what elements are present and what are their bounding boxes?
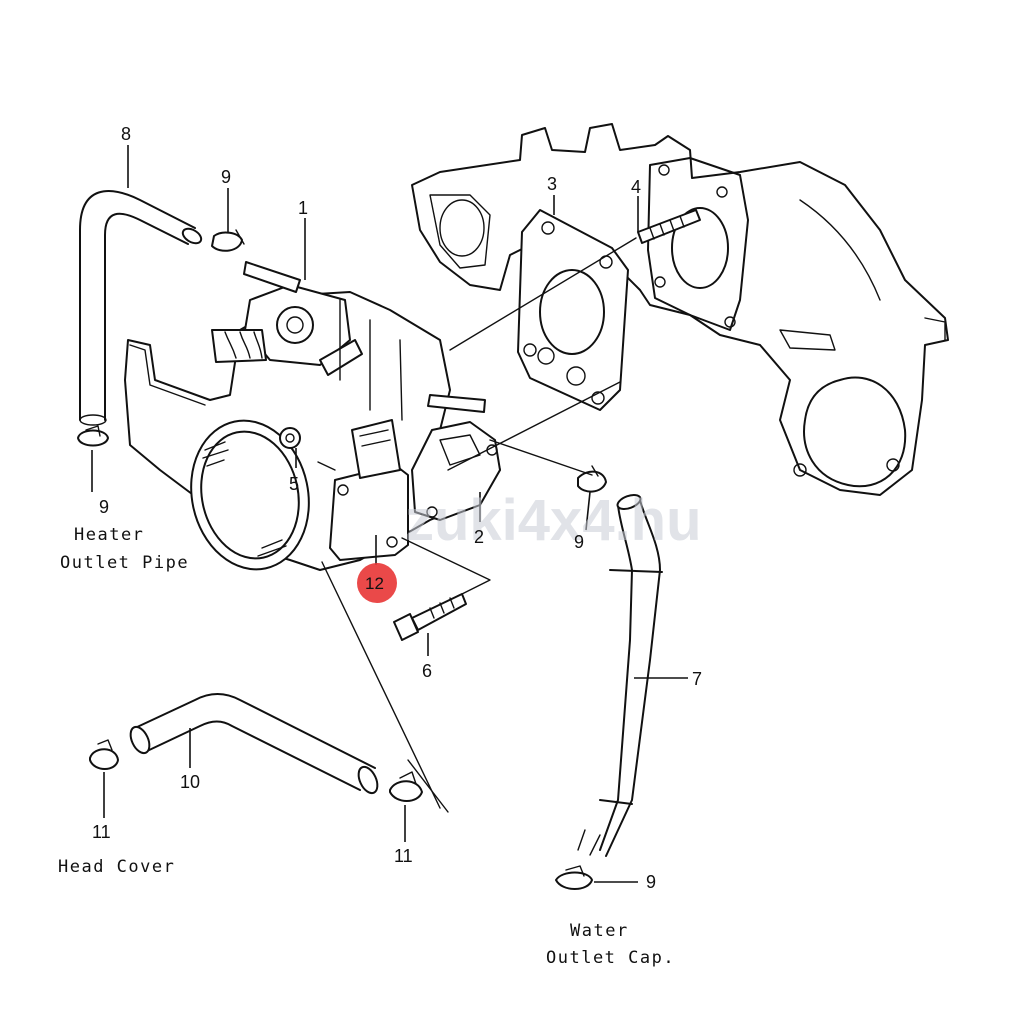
heater-outlet-hose	[79, 190, 203, 426]
water-outlet-hose	[577, 494, 663, 857]
hose-clamp-9c	[577, 465, 607, 493]
callout-9-bottom: 9	[646, 872, 656, 892]
callout-9-mid: 9	[574, 532, 584, 552]
callout-6: 6	[422, 661, 432, 681]
hose-clamp-9a	[211, 229, 245, 252]
head-cover-hose	[129, 693, 379, 795]
callout-7: 7	[692, 669, 702, 689]
hose-clamp-9d	[555, 865, 593, 890]
callout-11-left: 11	[92, 822, 111, 842]
callout-2: 2	[474, 527, 484, 547]
highlight-marker	[357, 563, 397, 603]
water-label-line1: Water	[570, 921, 629, 941]
hose-clamp-11b	[389, 771, 423, 802]
callout-10: 10	[180, 772, 200, 792]
heater-label-line1: Heater	[74, 525, 144, 545]
callout-4: 4	[631, 177, 641, 197]
callout-9-left: 9	[99, 497, 109, 517]
callout-numbers: 8 9 1 3 4 9 5 2 9 12 6 7 10 11 11 9	[92, 124, 702, 892]
hose-clamp-9b	[77, 425, 109, 447]
heater-label-line2: Outlet Pipe	[60, 553, 189, 573]
callout-5: 5	[289, 474, 299, 494]
head-cover-label: Head Cover	[58, 857, 175, 877]
throttle-position-sensor	[317, 419, 409, 561]
callout-11-right: 11	[394, 846, 413, 866]
stud-bolt	[637, 209, 701, 244]
callout-1: 1	[298, 198, 308, 218]
hose-clamp-11a	[89, 739, 119, 770]
watermark-text: zuki4x4.hu	[405, 488, 702, 553]
leader-lines	[91, 145, 688, 883]
callout-3: 3	[547, 174, 557, 194]
callout-12: 12	[365, 574, 384, 593]
water-label-line2: Outlet Cap.	[546, 948, 675, 968]
watermark: zuki4x4.hu	[405, 488, 702, 553]
callout-8: 8	[121, 124, 131, 144]
connection-labels: Heater Outlet Pipe Head Cover Water Outl…	[58, 525, 675, 968]
callout-9-top: 9	[221, 167, 231, 187]
mounting-bolt	[393, 593, 467, 641]
